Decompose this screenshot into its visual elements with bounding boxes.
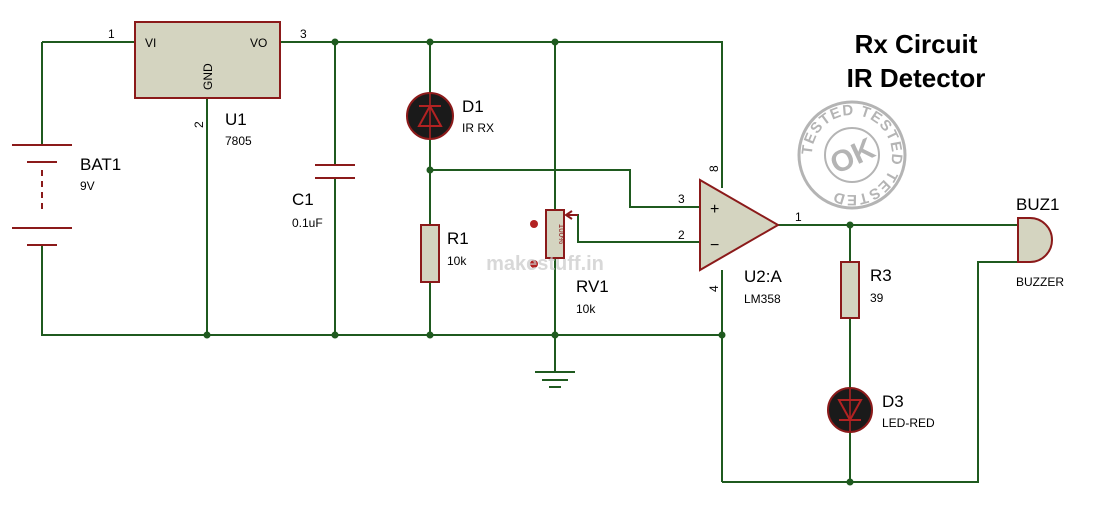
resistor-r1: R1 10k: [420, 224, 469, 283]
junction-dot: [203, 331, 211, 339]
d3-ref: D3: [882, 392, 904, 411]
tested-stamp-icon: TESTED TESTED TESTED OK: [797, 100, 907, 210]
junction-dot: [551, 38, 559, 46]
u2-minus: −: [710, 237, 719, 254]
r3-body: [840, 261, 860, 319]
wire-to-plus: [430, 169, 700, 208]
u1-body: [134, 21, 281, 99]
u2-pin8-num: 8: [707, 165, 721, 172]
junction-dot: [331, 38, 339, 46]
r3-ref: R3: [870, 266, 892, 285]
u2-plus: +: [710, 201, 719, 218]
u2-pin2-num: 2: [678, 228, 685, 242]
u1-pin1-num: 1: [108, 27, 115, 41]
wire-left-loop: [41, 41, 722, 336]
title-line1: Rx Circuit: [855, 29, 978, 59]
r3-value: 39: [870, 291, 884, 305]
r1-value: 10k: [447, 254, 467, 268]
u2-pin1-num: 1: [795, 210, 802, 224]
capacitor-c1: C1 0.1uF: [292, 164, 355, 230]
watermark: makestuff.in: [486, 253, 604, 275]
rv1-increase-indicator: [530, 220, 538, 228]
junction-dot: [331, 331, 339, 339]
photodiode-d1: D1 IR RX: [406, 92, 494, 140]
u1-value: 7805: [225, 134, 252, 148]
junction-dot: [551, 331, 559, 339]
junction-dot: [426, 38, 434, 46]
u2-value: LM358: [744, 292, 781, 306]
wire-top-rail: [280, 41, 723, 158]
u2-pin3-num: 3: [678, 192, 685, 206]
r1-body: [420, 224, 440, 283]
u1-pin2-num: 2: [192, 121, 206, 128]
regulator-u1: VI VO GND 1 3 2 U1 7805: [108, 21, 307, 148]
junction-dot: [426, 166, 434, 174]
r1-ref: R1: [447, 229, 469, 248]
rv1-value: 10k: [576, 302, 596, 316]
junction-dot: [846, 221, 854, 229]
opamp-u2: + − 3 2 1 8 4 U2:A LM358: [678, 165, 802, 306]
u1-ref: U1: [225, 110, 247, 129]
bat1-ref: BAT1: [80, 155, 121, 174]
bat1-value: 9V: [80, 179, 95, 193]
rv1-body: [545, 209, 565, 259]
buz1-value: BUZZER: [1016, 275, 1064, 289]
c1-value: 0.1uF: [292, 216, 323, 230]
title-line2: IR Detector: [847, 63, 986, 93]
u1-pin-vo: VO: [250, 36, 267, 50]
rv1-setting: 100%: [557, 224, 566, 244]
u2-body: [699, 178, 781, 272]
resistor-r3: R3 39: [840, 261, 892, 319]
u2-ref: U2:A: [744, 267, 782, 286]
d3-value: LED-RED: [882, 416, 935, 430]
rv1-ref: RV1: [576, 277, 609, 296]
u1-pin3-num: 3: [300, 27, 307, 41]
battery-bat1: BAT1 9V: [12, 144, 121, 246]
junctions: [203, 38, 854, 486]
junction-dot: [846, 478, 854, 486]
u1-pin-vi: VI: [145, 36, 156, 50]
d1-value: IR RX: [462, 121, 494, 135]
c1-ref: C1: [292, 190, 314, 209]
buz1-ref: BUZ1: [1016, 195, 1059, 214]
ground-icon: [535, 371, 575, 388]
junction-dot: [426, 331, 434, 339]
d1-ref: D1: [462, 97, 484, 116]
junction-dot: [718, 331, 726, 339]
buzzer-buz1: BUZ1 BUZZER: [1016, 195, 1064, 289]
led-d3: D3 LED-RED: [827, 387, 935, 433]
u1-pin-gnd: GND: [201, 63, 215, 90]
potentiometer-rv1: 100% RV1 10k: [530, 209, 609, 316]
rv1-decrease-indicator: [530, 260, 538, 268]
buz1-body: [1017, 217, 1053, 263]
u2-pin4-num: 4: [707, 285, 721, 292]
